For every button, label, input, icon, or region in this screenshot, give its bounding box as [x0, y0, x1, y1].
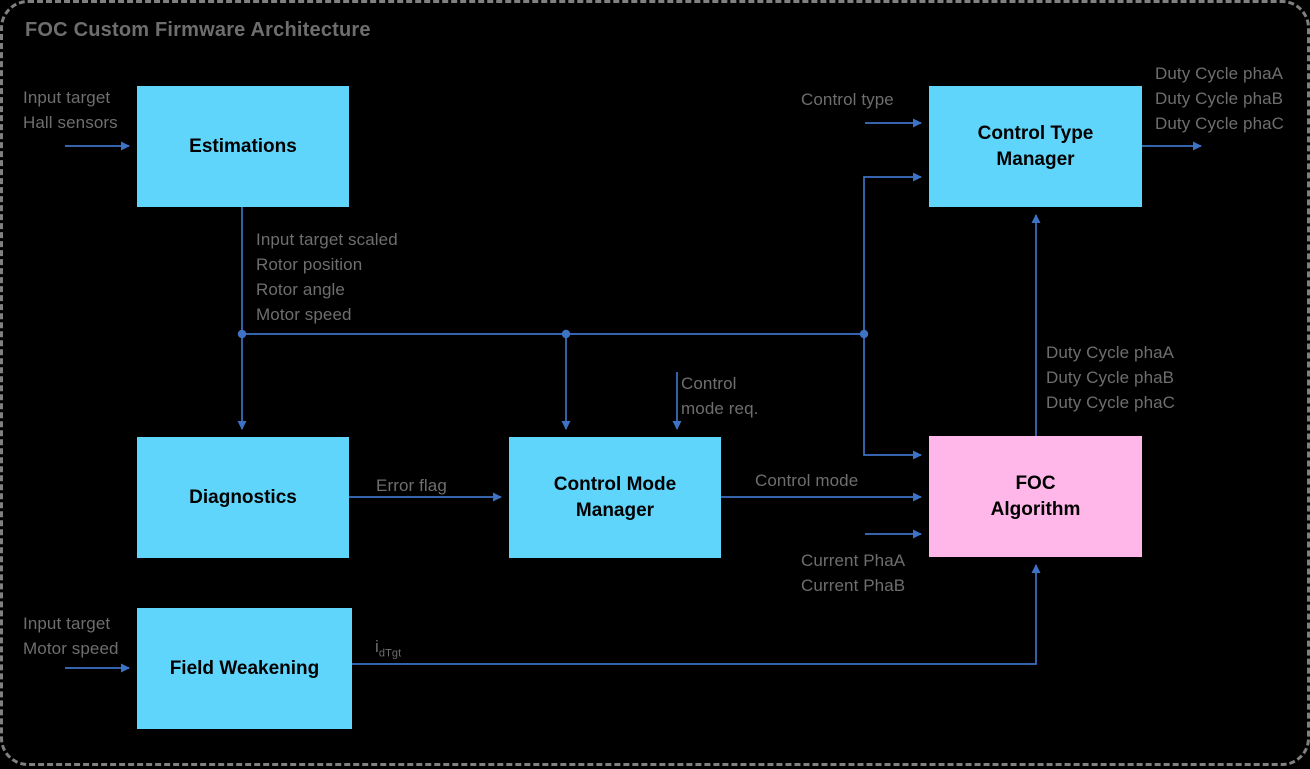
node-estimations[interactable]: Estimations — [137, 86, 349, 207]
node-control-mode-manager[interactable]: Control Mode Manager — [509, 437, 721, 558]
node-foc-algorithm[interactable]: FOC Algorithm — [929, 436, 1142, 557]
page-title: FOC Custom Firmware Architecture — [25, 19, 371, 41]
junction-dot — [561, 329, 571, 339]
edge-label-control-mode: Control mode — [755, 471, 859, 490]
node-diagnostics[interactable]: Diagnostics — [137, 437, 349, 558]
edge-label-duty-foc-feedback: Duty Cycle phaA Duty Cycle phaB Duty Cyc… — [1046, 343, 1176, 412]
junction-dot-group — [237, 329, 869, 339]
node-control-type-manager[interactable]: Control Type Manager — [929, 86, 1142, 207]
edge-label-duty-output: Duty Cycle phaA Duty Cycle phaB Duty Cyc… — [1155, 64, 1285, 133]
node-field-weakening[interactable]: Field Weakening — [137, 608, 352, 729]
edge-label-id-target: idTgt — [375, 635, 401, 662]
edge-label-control-mode-req: Control mode req. — [681, 374, 759, 418]
edge-fw-to-foc — [352, 564, 1041, 665]
node-label: Control Mode Manager — [553, 473, 677, 521]
node-label: Field Weakening — [169, 657, 320, 679]
junction-dot — [859, 329, 869, 339]
node-label: Diagnostics — [189, 486, 297, 508]
edge-bus-to-foc — [863, 334, 922, 460]
edge-label-error-flag: Error flag — [376, 476, 447, 495]
id-target-base: i — [375, 637, 379, 656]
edge-label-input-hall: Input target Hall sensors — [23, 88, 118, 132]
node-label: FOC Algorithm — [990, 472, 1081, 520]
junction-dot — [237, 329, 247, 339]
edge-label-control-type-in: Control type — [801, 90, 894, 109]
connection-layer — [65, 118, 1202, 673]
id-target-subscript: dTgt — [378, 647, 402, 660]
edge-label-currents: Current PhaA Current PhaB — [801, 551, 906, 595]
edge-label-estimation-bus: Input target scaled Rotor position Rotor… — [256, 230, 398, 324]
node-label: Control Type Manager — [977, 122, 1094, 170]
edge-bus-to-ctm — [863, 172, 922, 334]
edge-label-input-motor: Input target Motor speed — [23, 614, 119, 658]
node-label: Estimations — [189, 135, 297, 157]
